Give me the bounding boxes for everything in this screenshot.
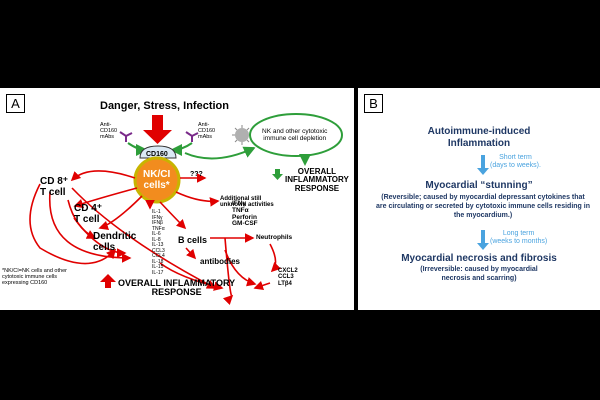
long-term-label: Long term (weeks to months) [490,230,548,246]
cytokines-left: IL-1 IFNγ IFNβ TNFα IL-6 IL-8 IL-13 CCL3… [152,209,165,276]
neutrophils-label: Neutrophils [256,234,293,241]
nk-depletion-text: NK and other cytotoxic immune cell deple… [262,128,328,143]
cytokines-right: IFNγ TNFα Perforin GM-CSF [232,200,258,228]
footnote: *NK/CI=NK cells and other cytotoxic immu… [2,268,67,287]
panel-b-label: B [364,94,383,113]
nk-ci-cell [133,156,181,204]
down-arrow-icon [272,169,283,180]
panel-b: B Autoimmune-induced Inflammation Short … [358,88,600,310]
down-arrow-icon [143,115,172,144]
additional-text: Additional still unknown activities [220,196,274,209]
green-arrow [184,146,256,160]
title-1: Autoimmune-induced Inflammation [427,126,531,149]
chemokines-label: CXCL2 CCL3 LTβ4 [278,268,298,287]
up-arrow-icon [100,274,116,288]
green-arrow [127,142,148,156]
nk-depletion-oval [249,113,343,157]
subtitle-2: (Reversible; caused by myocardial depres… [376,194,590,219]
dendritic-label: Dendritic cells [93,231,137,253]
overall-green: OVERALL INFLAMMATORY RESPONSE [285,167,349,193]
anti-cd160-right: Anti- CD160 mAbs [198,122,216,141]
antibody-icon [119,131,133,142]
anti-cd160-left: Anti- CD160 mAbs [100,122,118,141]
panel-a-arrows [29,113,343,306]
overall-red: OVERALL INFLAMMATORY RESPONSE [118,278,236,298]
title-3: Myocardial necrosis and fibrosis [401,253,557,264]
title-2: Myocardial “stunning” [425,180,533,191]
subtitle-3: (Irreversible: caused by myocardial necr… [420,266,538,282]
antibodies-label: antibodies [200,257,241,266]
cd8-label: CD 8⁺ T cell [40,176,69,198]
cd160-label: CD160 [146,151,168,158]
green-arrow [170,142,193,156]
header-text: Danger, Stress, Infection [100,100,229,112]
cd160-receptor [139,145,177,159]
panel-a: A [0,88,354,310]
down-arrow-icon [477,230,489,250]
b-cells-label: B cells [178,235,208,245]
cell-label: NK/CI cells* [143,169,171,191]
antibody-icon [185,131,199,142]
cd4-label: CD 4⁺ T cell [74,203,103,225]
short-term-label: Short term (days to weeks). [490,154,541,170]
panel-a-label: A [6,94,25,113]
panel-b-arrows [477,155,489,250]
question-marks: ??? [190,171,203,178]
down-arrow-icon [477,155,489,175]
